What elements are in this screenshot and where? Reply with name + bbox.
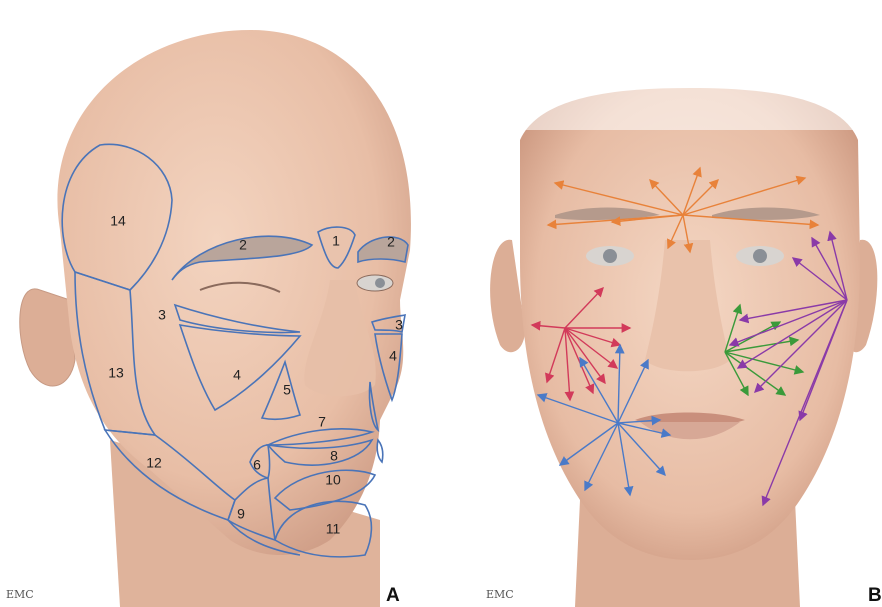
zone-label-3b: 3 (395, 317, 403, 333)
zone-label-4b: 4 (389, 348, 397, 364)
zone-label-12: 12 (146, 455, 162, 471)
zone-label-4a: 4 (233, 367, 241, 383)
zone-label-10: 10 (325, 472, 341, 488)
zone-label-11: 11 (326, 521, 341, 537)
zone-label-13: 13 (108, 365, 124, 381)
panel-b: EMC B (486, 80, 882, 607)
emc-logo-b: EMC (486, 588, 514, 601)
ear-a (20, 289, 75, 386)
zone-label-2b: 2 (387, 234, 395, 250)
zone-nose-r2 (377, 440, 383, 462)
ear-left-b (490, 240, 525, 352)
zone-label-8: 8 (330, 448, 338, 464)
zone-label-14: 14 (110, 213, 126, 229)
zone-label-6: 6 (253, 457, 261, 473)
zone-label-2a: 2 (239, 237, 247, 253)
zone-label-9: 9 (237, 506, 245, 522)
zone-label-3a: 3 (158, 307, 166, 323)
panel-letter-a: A (386, 585, 400, 606)
panel-letter-b: B (868, 585, 882, 606)
emc-logo-a: EMC (6, 588, 34, 601)
zone-label-5: 5 (283, 382, 291, 398)
panel-a: 1 2 2 3 3 4 4 5 6 7 8 9 10 11 12 13 14 E… (6, 30, 411, 607)
zone-label-1: 1 (332, 233, 340, 249)
zone-label-7: 7 (318, 414, 326, 430)
head-a (57, 30, 411, 555)
